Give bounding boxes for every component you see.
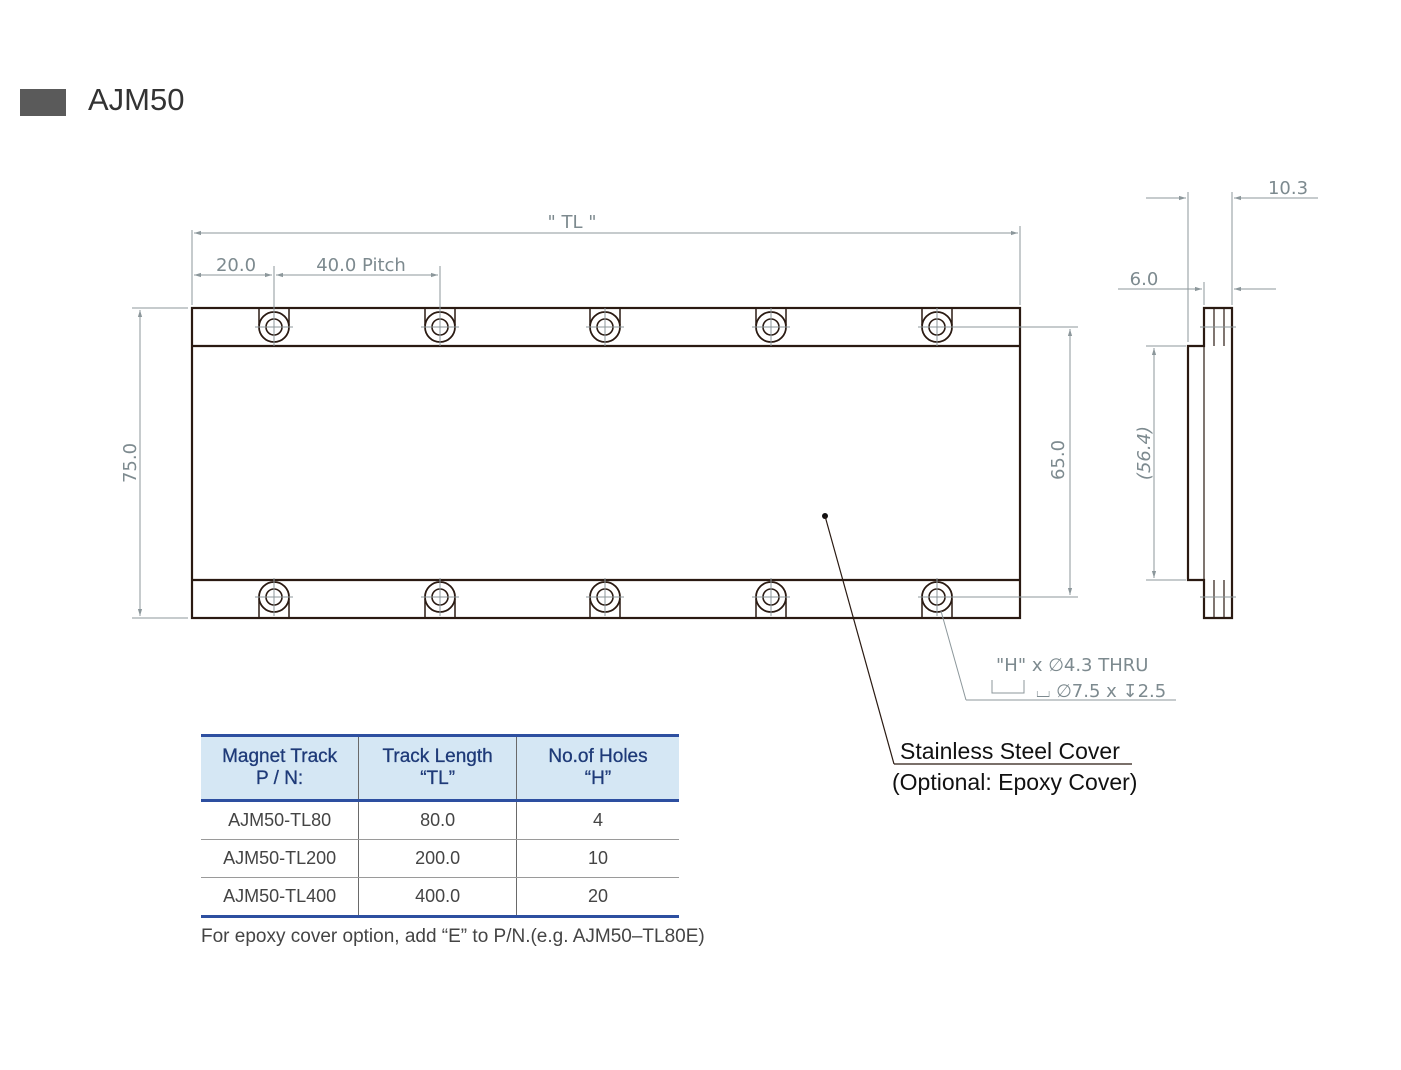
mounting-hole: [752, 578, 790, 618]
cell-track-length: 400.0: [358, 877, 517, 918]
dim-20-label: 20.0: [216, 255, 256, 276]
cell-no-of-holes: 20: [516, 877, 679, 918]
header-track-length: Track Length“TL”: [358, 734, 517, 802]
dim-65-label: 65.0: [1048, 440, 1069, 480]
cover-callout: Stainless Steel Cover (Optional: Epoxy C…: [822, 513, 1137, 795]
side-view: [1186, 306, 1236, 620]
hole-spec-callout: "H" x ∅4.3 THRU ⌴ ∅7.5 x ↧2.5: [940, 610, 1176, 702]
dim-6-label: 6.0: [1130, 269, 1159, 290]
dim-pitch-label: 40.0 Pitch: [316, 255, 406, 276]
mounting-hole: [255, 578, 293, 618]
table-row: AJM50-TL400 400.0 20: [201, 877, 679, 918]
mounting-hole: [421, 578, 459, 618]
cell-no-of-holes: 10: [516, 839, 679, 878]
header-no-of-holes: No.of Holes“H”: [516, 734, 679, 802]
cell-part-number: AJM50-TL80: [201, 800, 360, 840]
dim-56-4-label: (56.4): [1134, 426, 1155, 480]
mounting-hole: [752, 308, 790, 346]
cell-part-number: AJM50-TL200: [201, 839, 360, 878]
dimension-tl: " TL ": [191, 212, 1021, 305]
table-row: AJM50-TL80 80.0 4: [201, 800, 679, 840]
footnote: For epoxy cover option, add “E” to P/N.(…: [201, 926, 705, 947]
mounting-hole: [918, 578, 956, 618]
dimension-6: 6.0: [1118, 269, 1276, 305]
mounting-hole: [421, 308, 459, 346]
mounting-holes-top: [255, 308, 956, 346]
dimension-pitch: 20.0 40.0 Pitch: [194, 255, 441, 312]
dimension-75: 75.0: [120, 307, 188, 619]
hole-spec-line2: ⌴ ∅7.5 x ↧2.5: [1036, 681, 1166, 702]
mounting-hole: [918, 308, 956, 346]
mounting-hole: [586, 308, 624, 346]
cell-part-number: AJM50-TL400: [201, 877, 360, 918]
cell-no-of-holes: 4: [516, 800, 679, 840]
mounting-hole: [255, 308, 293, 346]
dimension-10-3: 10.3: [1146, 178, 1318, 342]
cell-track-length: 200.0: [358, 839, 517, 878]
mounting-holes-bottom: [255, 578, 956, 618]
plan-view: [190, 306, 1022, 620]
hole-spec-line1: "H" x ∅4.3 THRU: [996, 655, 1148, 676]
dim-tl-label: " TL ": [547, 212, 596, 233]
dim-10-3-label: 10.3: [1268, 178, 1308, 199]
dimension-56-4: (56.4): [1134, 345, 1186, 581]
cover-callout-line1: Stainless Steel Cover: [900, 738, 1120, 764]
header-block: [20, 89, 66, 116]
mounting-hole: [586, 578, 624, 618]
cover-callout-line2: (Optional: Epoxy Cover): [892, 769, 1137, 795]
cell-track-length: 80.0: [358, 800, 517, 840]
table-row: AJM50-TL200 200.0 10: [201, 839, 679, 878]
dimension-65: 65.0: [940, 326, 1078, 598]
dim-75-label: 75.0: [120, 443, 141, 483]
page-title: AJM50: [88, 82, 185, 117]
